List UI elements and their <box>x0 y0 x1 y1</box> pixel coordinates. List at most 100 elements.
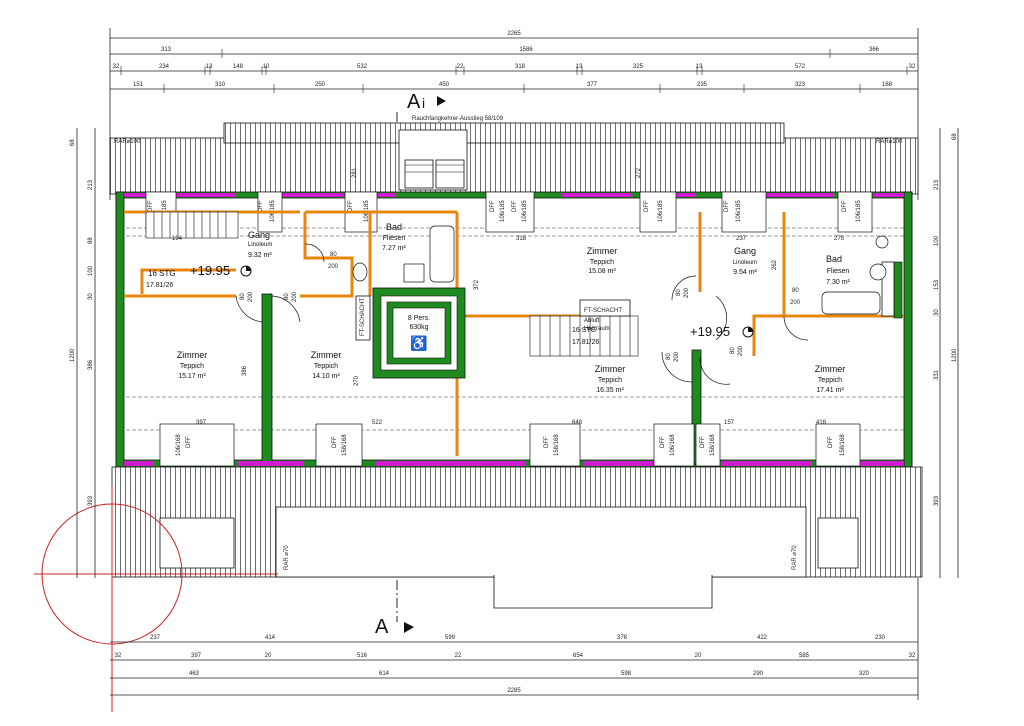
shaft-label: FT-SCHACHT <box>584 308 622 314</box>
window-size: 106/185 <box>736 200 742 222</box>
svg-text:397: 397 <box>196 420 207 426</box>
door-width: 80 <box>330 252 337 258</box>
room-zimmer-1: Zimmer Teppich 15.17 m² <box>177 350 208 380</box>
terrace-balcony <box>493 575 713 609</box>
svg-text:100: 100 <box>88 265 94 276</box>
section-marker-bottom: A <box>375 616 414 638</box>
elevator-load: 630kg <box>409 324 428 331</box>
door-height: 200 <box>684 287 690 298</box>
svg-text:14.10 m²: 14.10 m² <box>312 373 340 380</box>
roof-label: RAR ⌀70 <box>284 545 290 570</box>
dim-top-r4: 323 <box>795 82 806 88</box>
svg-text:237: 237 <box>150 635 161 641</box>
svg-text:Linoleum: Linoleum <box>248 242 272 248</box>
elevation-marker-right: +19.95 <box>690 324 754 339</box>
bottom-dimensions <box>110 578 919 700</box>
door-width: 80 <box>676 289 682 296</box>
roof-ridge <box>223 122 785 144</box>
window-size: 158/168 <box>554 434 560 456</box>
dim-top-r3: 234 <box>159 64 170 70</box>
svg-text:Zimmer: Zimmer <box>177 350 208 360</box>
svg-text:262: 262 <box>772 259 778 270</box>
room-gang-2: Gang Linoleum 9.54 m² <box>733 246 758 276</box>
window-size: 106/185 <box>658 200 664 222</box>
svg-text:20: 20 <box>695 653 702 659</box>
window-tag: DFF <box>724 200 730 212</box>
window-tag: DFF <box>186 436 192 448</box>
door-width: 80 <box>284 293 290 300</box>
svg-text:7.27 m²: 7.27 m² <box>382 245 406 252</box>
svg-text:2285: 2285 <box>507 688 521 694</box>
side-dimensions <box>76 128 959 578</box>
svg-text:Teppich: Teppich <box>598 377 622 384</box>
section-arrow-icon <box>404 622 414 633</box>
dim-top-r3: 22 <box>457 64 464 70</box>
dim-top-r3: 32 <box>909 64 916 70</box>
floor-outline <box>115 192 913 468</box>
svg-text:Teppich: Teppich <box>180 363 204 370</box>
svg-text:230: 230 <box>875 635 886 641</box>
window-tag: DFF <box>348 200 354 212</box>
stair-label: 17.81/26 <box>146 282 173 289</box>
svg-text:275: 275 <box>834 236 845 242</box>
svg-text:386: 386 <box>242 365 248 376</box>
bottom-dimension-labels: 237 414 599 378 422 230 32 397 20 516 22… <box>115 635 916 694</box>
section-label: A <box>407 91 421 113</box>
shaft-label: FT-SCHACHT <box>360 298 366 336</box>
window-size: 106/168 <box>176 434 182 456</box>
svg-text:68: 68 <box>952 133 958 140</box>
svg-text:Fliesen: Fliesen <box>383 235 406 242</box>
bathroom-fixtures-right <box>821 235 889 315</box>
origin-marker <box>34 486 278 712</box>
svg-text:522: 522 <box>372 420 383 426</box>
svg-text:516: 516 <box>357 653 368 659</box>
svg-text:1200: 1200 <box>70 348 76 362</box>
dim-top-total: 2265 <box>507 31 521 37</box>
chimney-label: Rauchfangkehrer-Ausstieg 58/109 <box>412 116 504 122</box>
svg-text:599: 599 <box>445 635 456 641</box>
svg-text:22: 22 <box>455 653 462 659</box>
room-bad-1: Bad Fliesen 7.27 m² <box>382 222 406 252</box>
svg-text:Teppich: Teppich <box>590 259 614 266</box>
stair-note: Abluft <box>584 318 600 324</box>
dim-top-r4: 450 <box>439 82 450 88</box>
svg-text:397: 397 <box>191 653 202 659</box>
dim-top-r4: 151 <box>133 82 144 88</box>
roof-top <box>109 137 919 195</box>
svg-text:Fliesen: Fliesen <box>827 268 850 275</box>
svg-text:9.54 m²: 9.54 m² <box>733 269 757 276</box>
elevation-marker-left: +19.95 <box>190 263 252 278</box>
room-zimmer-2: Zimmer Teppich 14.10 m² <box>311 350 342 380</box>
top-dimensions <box>109 28 919 200</box>
svg-text:15.08 m²: 15.08 m² <box>588 268 616 275</box>
svg-text:157: 157 <box>724 420 735 426</box>
dim-top-r3: 148 <box>233 64 244 70</box>
svg-text:614: 614 <box>379 671 390 677</box>
svg-text:Teppich: Teppich <box>314 363 338 370</box>
svg-text:Zimmer: Zimmer <box>595 364 626 374</box>
room-gang-1: Gang Linoleum 9.32 m² <box>248 230 272 259</box>
skylight <box>817 517 859 569</box>
svg-text:16.35 m²: 16.35 m² <box>596 387 624 394</box>
dim-top-r2: 1586 <box>519 47 533 53</box>
svg-text:422: 422 <box>757 635 768 641</box>
dim-top-r2: 313 <box>161 47 172 53</box>
terrace <box>275 506 807 578</box>
window-size: 106/185 <box>856 200 862 222</box>
window-tag: DFF <box>842 200 848 212</box>
window-size: 106/168 <box>670 434 676 456</box>
window-tag: DFF <box>490 200 496 212</box>
svg-text:Gang: Gang <box>734 246 756 256</box>
window-tag: DFF <box>700 436 706 448</box>
roof-label: RAR⌀100 <box>114 139 141 145</box>
svg-text:68: 68 <box>70 139 76 146</box>
room-bad-2: Bad Fliesen 7.30 m² <box>826 254 851 286</box>
interior-wall <box>893 261 903 319</box>
door-width: 80 <box>240 293 246 300</box>
dim-top-r3: 325 <box>633 64 644 70</box>
room-zimmer-5: Zimmer Teppich 15.08 m² <box>587 246 618 275</box>
svg-text:414: 414 <box>265 635 276 641</box>
svg-text:Gang: Gang <box>248 230 270 240</box>
roof-label: RAR ⌀70 <box>792 545 798 570</box>
